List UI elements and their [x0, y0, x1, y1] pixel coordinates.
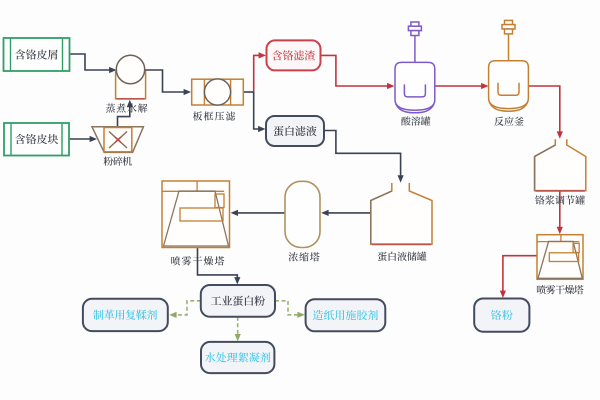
protein-text: 工业蛋白粉 — [210, 293, 265, 309]
node-acid-tank — [394, 21, 436, 114]
edge-dryer-to-chrome-powder — [502, 254, 537, 294]
dryer-left-text: 喷雾干燥塔 — [173, 254, 223, 269]
filter-press-text: 板框压滤 — [194, 109, 234, 124]
node-raw-chunk — [3, 122, 70, 157]
storage-tank-text: 蛋白液储罐 — [377, 249, 427, 264]
node-residue — [265, 39, 322, 72]
node-filtrate — [265, 115, 325, 147]
edge-protein-to-retanning — [173, 300, 201, 316]
node-crusher — [90, 126, 145, 154]
chrome-powder-text: 铬粉 — [491, 307, 513, 323]
node-chrome-powder — [473, 297, 531, 333]
node-raw-scrap — [2, 37, 71, 72]
edge-raw-scrap-to-cooking — [70, 53, 112, 71]
dryer-right-text: 喷雾干燥塔 — [535, 282, 585, 297]
flow-edges — [69, 52, 563, 342]
concentrator-text: 浓缩塔 — [289, 250, 319, 265]
edge-crusher-to-cooking — [116, 104, 131, 127]
filtrate-text: 蛋白滤液 — [273, 123, 317, 139]
reactor-text: 反应釜 — [494, 114, 524, 129]
raw-scrap-text: 含铬皮屑 — [15, 47, 59, 63]
flocculant-text: 水处理絮凝剂 — [205, 350, 271, 366]
node-dryer-right — [536, 233, 584, 281]
node-retanning — [81, 297, 169, 333]
node-filter-press — [190, 78, 245, 106]
retanning-text: 制革用复鞣剂 — [92, 307, 158, 323]
edge-filter-press-to-residue — [252, 54, 262, 92]
edge-filter-press-to-filtrate — [252, 92, 261, 130]
edge-cooking-to-filter-press — [145, 69, 187, 93]
node-concentrator — [284, 180, 321, 249]
node-reactor — [487, 19, 530, 112]
edge-protein-to-sizing — [275, 300, 301, 316]
edge-residue-to-acid-tank — [320, 54, 390, 87]
crusher-text: 粉碎机 — [103, 154, 133, 169]
edge-reactor-to-slurry-tank — [528, 85, 561, 135]
node-slurry-tank — [533, 139, 587, 192]
node-sizing — [304, 298, 387, 333]
sizing-text: 造纸用施胶剂 — [312, 307, 378, 323]
node-dryer-left — [161, 180, 231, 249]
slurry-tank-text: 铬浆调节罐 — [535, 193, 585, 208]
node-storage-tank — [370, 183, 433, 246]
acid-tank-text: 酸溶罐 — [401, 114, 431, 129]
node-flocculant — [200, 340, 276, 375]
equipment-shapes — [2, 19, 587, 375]
edge-filtrate-to-storage-tank — [324, 129, 402, 179]
node-cooking — [114, 54, 147, 100]
residue-text: 含铬滤渣 — [272, 48, 316, 64]
raw-chunk-text: 含铬皮块 — [15, 131, 59, 147]
cooking-text: 蒸煮水解 — [107, 101, 147, 116]
